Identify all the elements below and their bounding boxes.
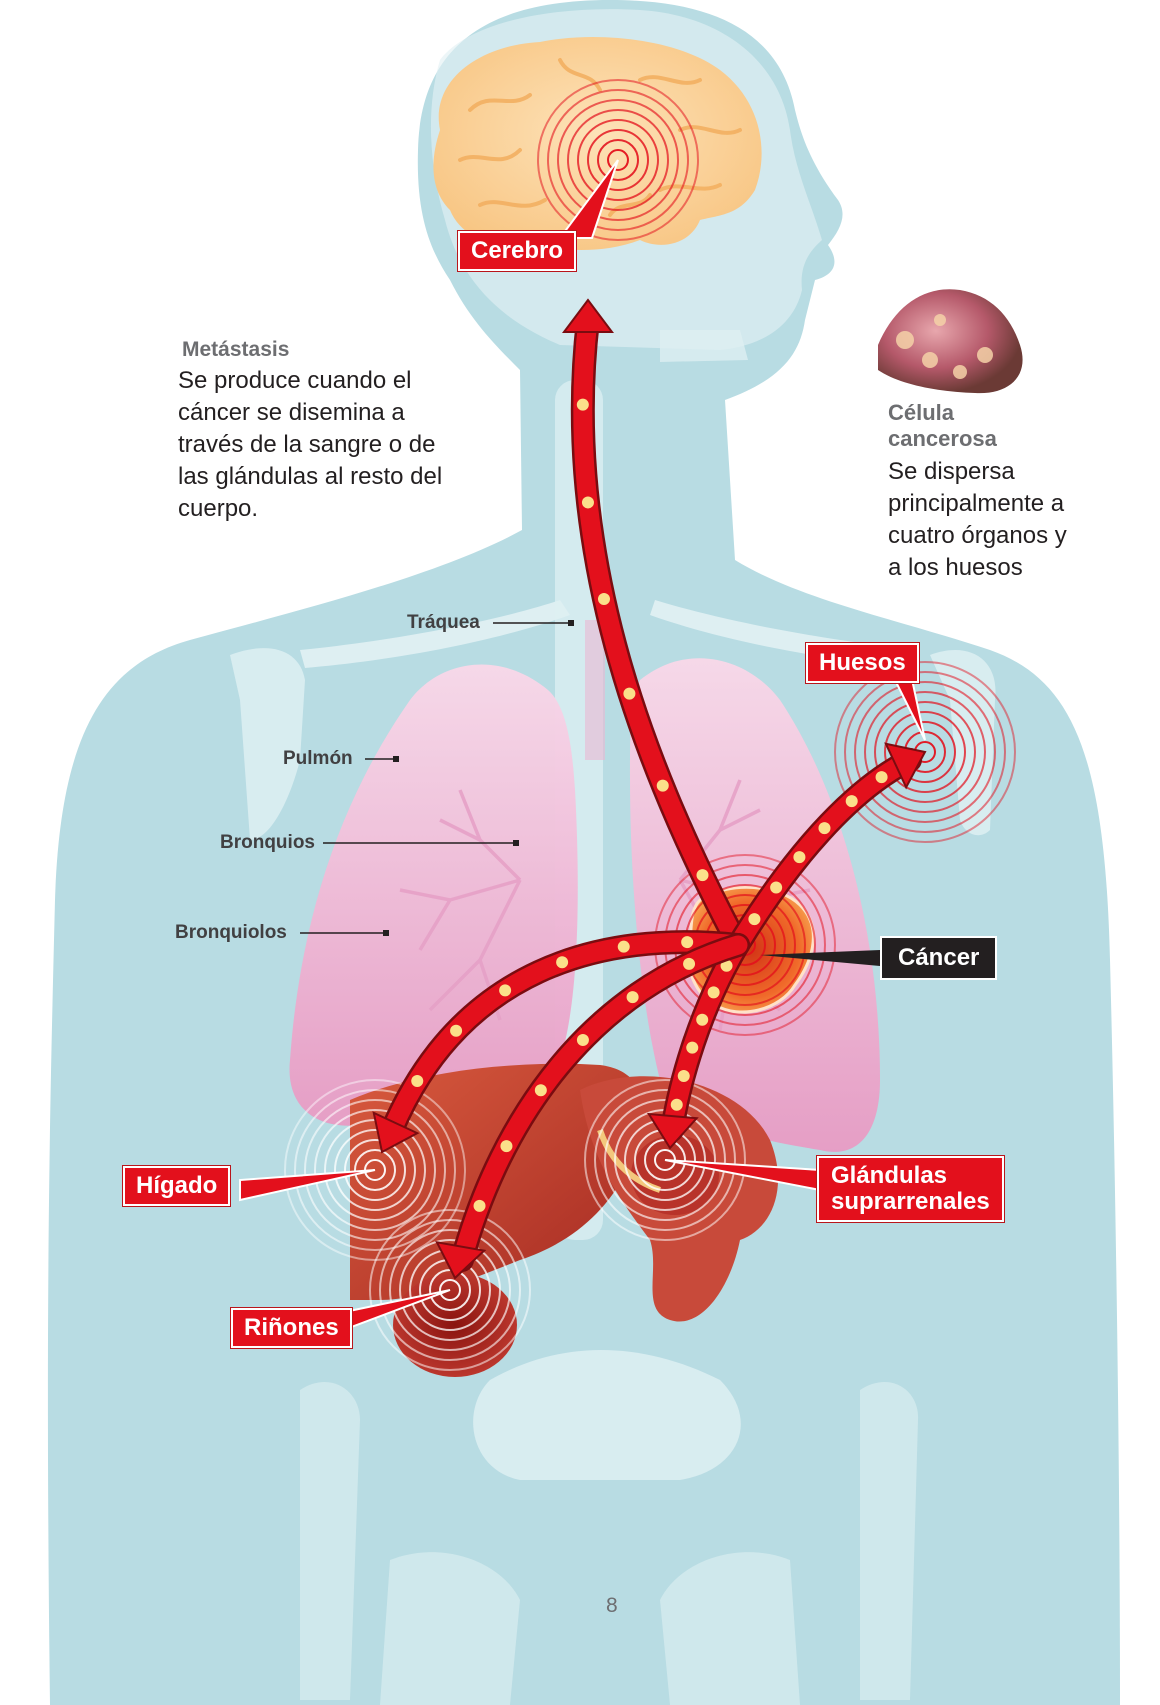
blood-dot	[500, 1140, 512, 1152]
blood-dot	[411, 1075, 423, 1087]
label-lung: Pulmón	[283, 748, 353, 770]
blood-dot	[846, 795, 858, 807]
blood-dot	[748, 913, 760, 925]
blood-dot	[683, 958, 695, 970]
label-kidneys: Riñones	[231, 1308, 352, 1348]
blood-dot	[681, 936, 693, 948]
cancer-cell-image	[878, 289, 1023, 393]
blood-dot	[678, 1070, 690, 1082]
label-cancer: Cáncer	[880, 936, 997, 980]
metastasis-title: Metástasis	[182, 337, 289, 362]
cell-title-line1: Célula	[888, 400, 954, 426]
label-bronchioles: Bronquiolos	[175, 922, 287, 944]
blood-dot	[474, 1200, 486, 1212]
blood-dot	[793, 851, 805, 863]
metastasis-description: Se produce cuando el cáncer se disemina …	[178, 365, 448, 525]
arrow-origin	[729, 936, 747, 954]
cell-description: Se dispersa principalmente a cuatro órga…	[888, 456, 1078, 584]
label-bones: Huesos	[806, 643, 919, 683]
blood-dot	[535, 1084, 547, 1096]
blood-dot	[686, 1042, 698, 1054]
blood-dot	[708, 986, 720, 998]
label-adrenal-glands: Glándulas suprarrenales	[817, 1156, 1004, 1222]
blood-dot	[627, 991, 639, 1003]
blood-dot	[618, 941, 630, 953]
label-trachea: Tráquea	[407, 612, 480, 634]
blood-dot	[577, 399, 589, 411]
blood-dot	[818, 822, 830, 834]
label-bronchi: Bronquios	[220, 832, 315, 854]
label-liver: Hígado	[123, 1166, 230, 1206]
blood-dot	[770, 882, 782, 894]
blood-dot	[450, 1025, 462, 1037]
blood-dot	[696, 869, 708, 881]
blood-dot	[577, 1034, 589, 1046]
cell-title-line2: cancerosa	[888, 426, 997, 452]
blood-dot	[657, 780, 669, 792]
blood-dot	[582, 496, 594, 508]
blood-dot	[623, 688, 635, 700]
blood-dot	[556, 956, 568, 968]
blood-dot	[671, 1099, 683, 1111]
blood-dot	[696, 1014, 708, 1026]
blood-dot	[876, 771, 888, 783]
blood-dot	[499, 984, 511, 996]
blood-dot	[598, 593, 610, 605]
page-number: 8	[606, 1594, 618, 1618]
label-brain: Cerebro	[458, 231, 576, 271]
